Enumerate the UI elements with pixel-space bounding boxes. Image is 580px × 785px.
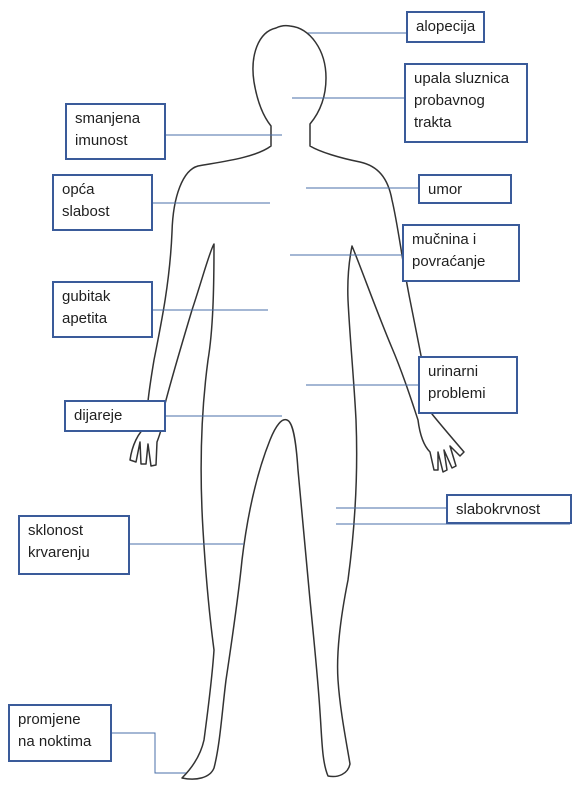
- label-mucnina: mučnina i povraćanje: [402, 224, 520, 282]
- label-smanjena-imunost-line-2: imunost: [75, 130, 156, 152]
- label-upala-sluznica-line-3: trakta: [414, 112, 518, 134]
- label-alopecija: alopecija: [406, 11, 485, 43]
- label-dijareje: dijareje: [64, 400, 166, 432]
- leader-promjene-noktima: [112, 733, 186, 773]
- label-promjene-noktima-line-1: promjene: [18, 709, 102, 731]
- label-dijareje-line-1: dijareje: [74, 405, 156, 427]
- label-sklonost-krvarenju: sklonost krvarenju: [18, 515, 130, 575]
- label-upala-sluznica: upala sluznica probavnog trakta: [404, 63, 528, 143]
- label-upala-sluznica-line-2: probavnog: [414, 90, 518, 112]
- label-promjene-noktima: promjene na noktima: [8, 704, 112, 762]
- label-slabokrvnost-line-1: slabokrvnost: [456, 499, 562, 521]
- label-opca-slabost: opća slabost: [52, 174, 153, 231]
- label-urinarni-problemi: urinarni problemi: [418, 356, 518, 414]
- label-gubitak-apetita-line-2: apetita: [62, 308, 143, 330]
- label-urinarni-problemi-line-1: urinarni: [428, 361, 508, 383]
- label-promjene-noktima-line-2: na noktima: [18, 731, 102, 753]
- label-opca-slabost-line-1: opća: [62, 179, 143, 201]
- label-opca-slabost-line-2: slabost: [62, 201, 143, 223]
- label-gubitak-apetita-line-1: gubitak: [62, 286, 143, 308]
- label-sklonost-krvarenju-line-2: krvarenju: [28, 542, 120, 564]
- label-umor: umor: [418, 174, 512, 204]
- label-gubitak-apetita: gubitak apetita: [52, 281, 153, 338]
- label-sklonost-krvarenju-line-1: sklonost: [28, 520, 120, 542]
- label-mucnina-line-1: mučnina i: [412, 229, 510, 251]
- label-slabokrvnost: slabokrvnost: [446, 494, 572, 524]
- label-smanjena-imunost: smanjena imunost: [65, 103, 166, 160]
- label-alopecija-line-1: alopecija: [416, 16, 475, 38]
- label-mucnina-line-2: povraćanje: [412, 251, 510, 273]
- label-upala-sluznica-line-1: upala sluznica: [414, 68, 518, 90]
- label-smanjena-imunost-line-1: smanjena: [75, 108, 156, 130]
- label-urinarni-problemi-line-2: problemi: [428, 383, 508, 405]
- label-umor-line-1: umor: [428, 179, 502, 201]
